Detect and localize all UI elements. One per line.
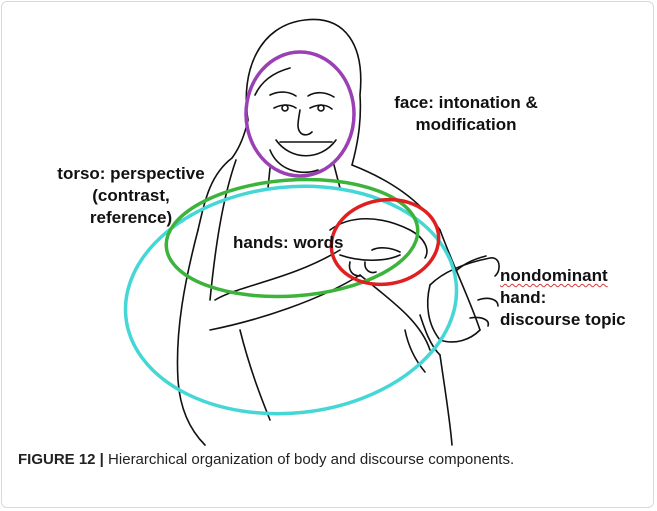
face-label-line-1: face: intonation & <box>366 92 566 114</box>
figure-number: FIGURE 12 | <box>18 451 104 468</box>
face-label-line-2: modification <box>366 114 566 136</box>
nondominant-label-line-2: hand: <box>500 287 650 309</box>
nondominant-label-line-3: discourse topic <box>500 309 650 331</box>
torso-label-line-3: reference) <box>36 207 226 229</box>
torso-label-line-1: torso: perspective <box>36 163 226 185</box>
torso-label-line-2: (contrast, <box>36 185 226 207</box>
figure-caption: FIGURE 12 | Hierarchical organization of… <box>18 451 514 468</box>
caption-text: Hierarchical organization of body and di… <box>104 451 514 468</box>
nondominant-label-line-1: nondominant <box>500 266 608 285</box>
torso-label: torso: perspective (contrast, reference) <box>36 163 226 229</box>
nondominant-hand-label: nondominant hand: discourse topic <box>500 265 650 331</box>
hands-label: hands: words <box>233 232 344 254</box>
face-label: face: intonation & modification <box>366 92 566 136</box>
